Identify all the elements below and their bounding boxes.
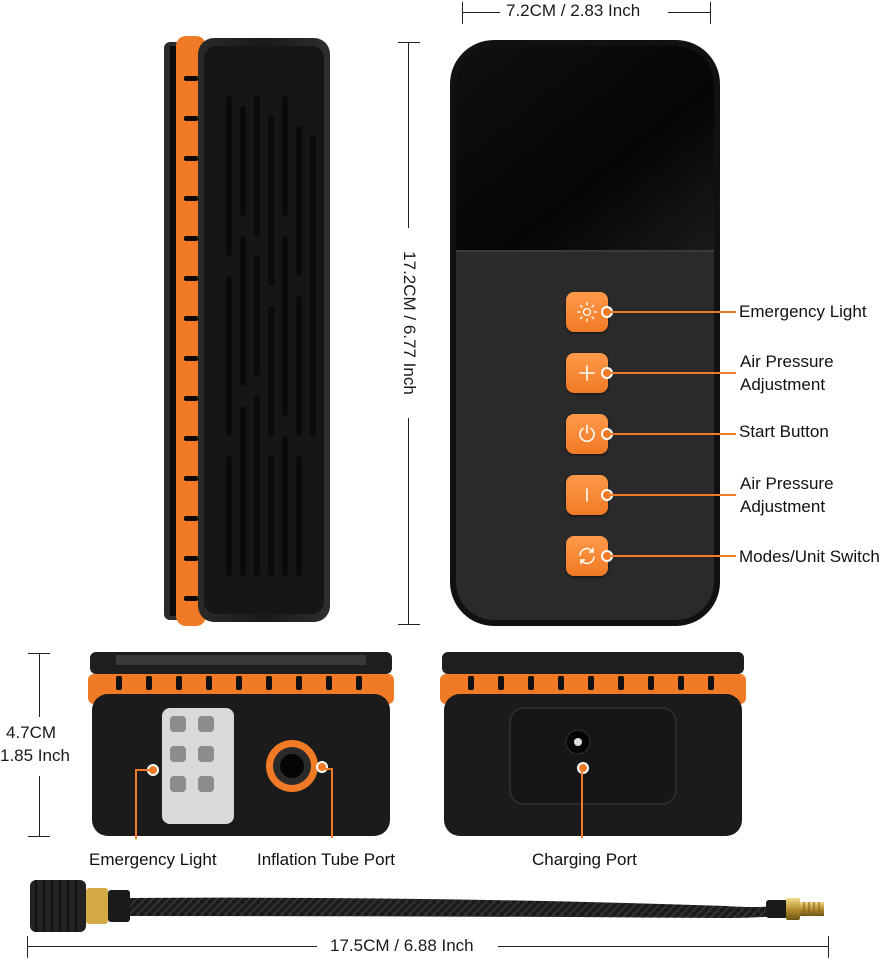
front-view-device bbox=[450, 40, 720, 626]
callout-line bbox=[610, 311, 736, 313]
pressure-up-label-line1: Air Pressure bbox=[740, 352, 834, 371]
depth-dimension-tick-bottom bbox=[28, 836, 50, 837]
height-dimension-tick-bottom bbox=[398, 624, 420, 625]
minus-icon bbox=[586, 488, 588, 502]
power-icon bbox=[579, 424, 595, 442]
callout-line bbox=[331, 768, 333, 838]
width-dimension-line-right bbox=[668, 12, 710, 13]
height-dimension-tick-top bbox=[398, 42, 420, 43]
width-dimension-line-left bbox=[462, 12, 500, 13]
end-view-light-port bbox=[88, 652, 394, 836]
hose-dimension-line-left bbox=[27, 946, 317, 947]
callout-line bbox=[610, 555, 736, 557]
hose-length-label: 17.5CM / 6.88 Inch bbox=[330, 936, 474, 955]
sun-icon bbox=[576, 301, 598, 323]
callout-line bbox=[610, 372, 736, 374]
height-label: 17.2CM / 6.77 Inch bbox=[400, 251, 419, 395]
callout-line bbox=[610, 494, 736, 496]
width-dimension-tick-left bbox=[462, 2, 463, 24]
hose-dimension-tick-right bbox=[828, 936, 829, 958]
pressure-up-label-line2: Adjustment bbox=[740, 375, 826, 394]
mode-switch-label: Modes/Unit Switch bbox=[739, 547, 880, 566]
emergency-light-bottom-label: Emergency Light bbox=[89, 850, 217, 869]
callout-line bbox=[136, 769, 152, 771]
charging-port-label: Charging Port bbox=[532, 850, 637, 869]
inflation-port-label: Inflation Tube Port bbox=[257, 850, 395, 869]
inflation-hose bbox=[30, 880, 824, 932]
hose-dimension-tick-left bbox=[27, 936, 28, 958]
emergency-light-label: Emergency Light bbox=[739, 302, 867, 321]
callout-line bbox=[321, 768, 333, 770]
depth-label-line1: 4.7CM bbox=[6, 723, 57, 742]
cycle-icon bbox=[579, 547, 595, 565]
start-button-label: Start Button bbox=[739, 422, 829, 441]
width-dimension-tick-right bbox=[710, 2, 711, 24]
side-view-device bbox=[164, 36, 330, 626]
callout-dot bbox=[577, 762, 589, 774]
callout-dot bbox=[316, 761, 328, 773]
height-dimension-line-bottom bbox=[408, 418, 409, 624]
height-dimension-line-top bbox=[408, 42, 409, 228]
pressure-down-label-line2: Adjustment bbox=[740, 497, 826, 516]
callout-line bbox=[610, 433, 736, 435]
depth-dimension-line-bottom bbox=[39, 776, 40, 836]
callout-line bbox=[581, 770, 583, 838]
depth-label-line2: 1.85 Inch bbox=[0, 746, 70, 765]
pressure-down-label-line1: Air Pressure bbox=[740, 474, 834, 493]
width-label: 7.2CM / 2.83 Inch bbox=[506, 1, 641, 20]
depth-dimension-line-top bbox=[39, 653, 40, 717]
plus-icon bbox=[579, 365, 595, 381]
end-view-charging bbox=[440, 652, 746, 836]
callout-line bbox=[135, 769, 137, 839]
hose-dimension-line-right bbox=[498, 946, 828, 947]
